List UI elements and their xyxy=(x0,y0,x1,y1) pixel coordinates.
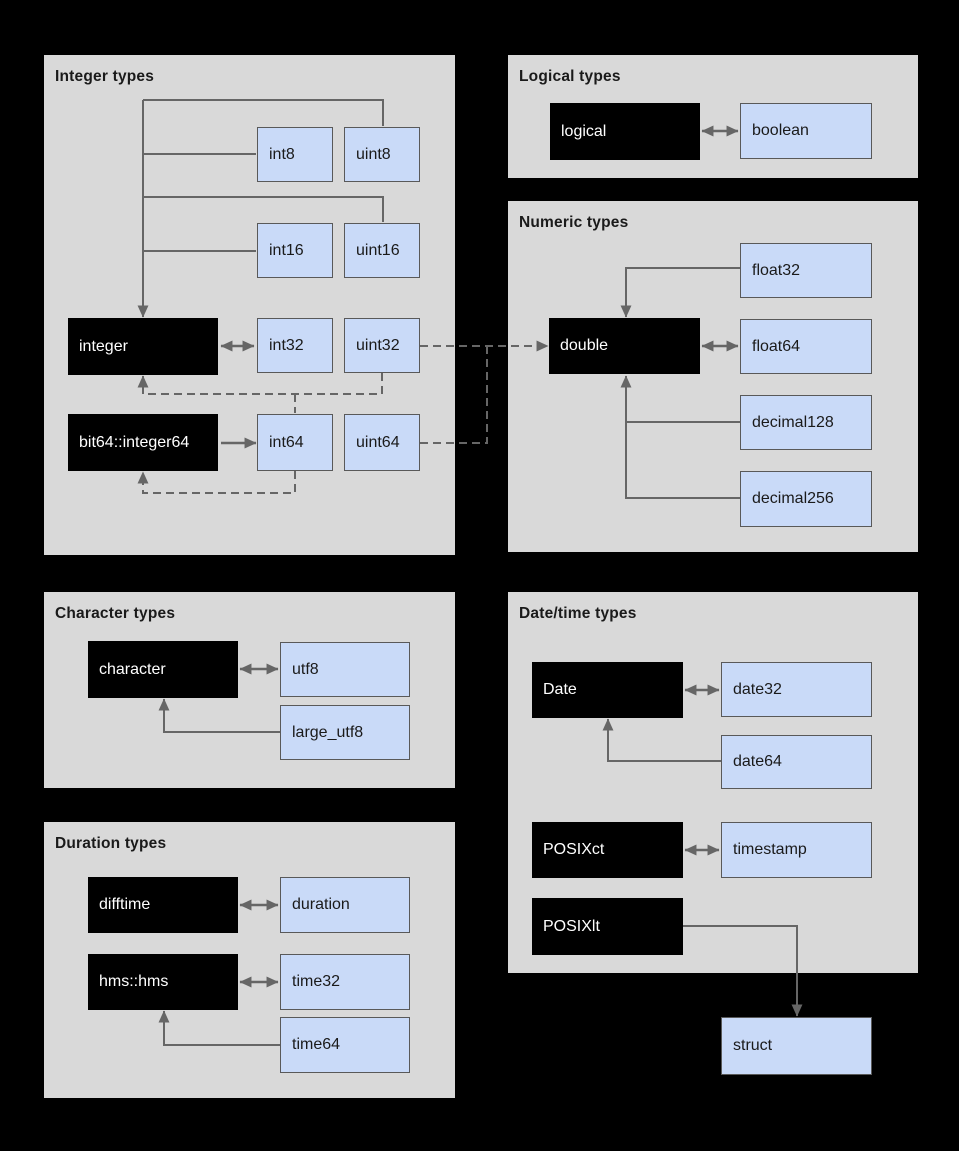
node-int64: int64 xyxy=(257,414,333,471)
node-large-utf8: large_utf8 xyxy=(280,705,410,760)
node-posixlt: POSIXlt xyxy=(532,898,683,955)
node-duration: duration xyxy=(280,877,410,933)
node-date64: date64 xyxy=(721,735,872,789)
node-boolean: boolean xyxy=(740,103,872,159)
node-float64: float64 xyxy=(740,319,872,374)
node-decimal256: decimal256 xyxy=(740,471,872,527)
group-title-duration-types: Duration types xyxy=(55,835,167,852)
node-time64: time64 xyxy=(280,1017,410,1073)
node-bit64-integer64: bit64::integer64 xyxy=(68,414,218,471)
group-title-datetime-types: Date/time types xyxy=(519,605,637,622)
node-int8: int8 xyxy=(257,127,333,182)
node-double: double xyxy=(549,318,700,374)
node-time32: time32 xyxy=(280,954,410,1010)
group-title-logical-types: Logical types xyxy=(519,68,621,85)
node-integer: integer xyxy=(68,318,218,375)
node-difftime: difftime xyxy=(88,877,238,933)
node-decimal128: decimal128 xyxy=(740,395,872,450)
node-uint64: uint64 xyxy=(344,414,420,471)
node-int16: int16 xyxy=(257,223,333,278)
node-struct: struct xyxy=(721,1017,872,1075)
node-date32: date32 xyxy=(721,662,872,717)
node-uint32: uint32 xyxy=(344,318,420,373)
node-character: character xyxy=(88,641,238,698)
group-title-numeric-types: Numeric types xyxy=(519,214,629,231)
node-hms-hms: hms::hms xyxy=(88,954,238,1010)
node-int32: int32 xyxy=(257,318,333,373)
node-logical: logical xyxy=(550,103,700,160)
group-title-integer-types: Integer types xyxy=(55,68,155,85)
node-float32: float32 xyxy=(740,243,872,298)
group-title-character-types: Character types xyxy=(55,605,176,622)
node-posixct: POSIXct xyxy=(532,822,683,878)
node-timestamp: timestamp xyxy=(721,822,872,878)
node-uint16: uint16 xyxy=(344,223,420,278)
node-utf8: utf8 xyxy=(280,642,410,697)
node-uint8: uint8 xyxy=(344,127,420,182)
node-date: Date xyxy=(532,662,683,718)
